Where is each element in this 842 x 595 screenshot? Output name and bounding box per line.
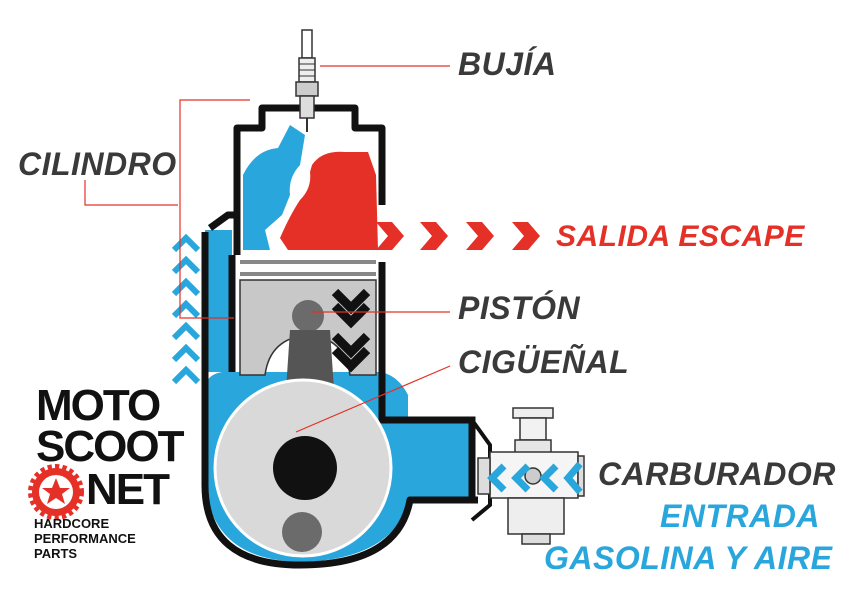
carburetor-icon bbox=[477, 407, 585, 545]
exhaust-arrows bbox=[376, 222, 540, 250]
logo-scoot: SCOOT bbox=[36, 422, 184, 471]
leader-cilindro-bracket bbox=[179, 99, 250, 319]
piston-ring-top bbox=[240, 260, 376, 264]
label-entrada: ENTRADA bbox=[660, 498, 820, 534]
label-carburador: CARBURADOR bbox=[598, 456, 836, 492]
logo-tagline-1: HARDCORE bbox=[34, 516, 110, 531]
piston-pin bbox=[292, 300, 324, 332]
leader-ciguenal bbox=[295, 365, 451, 433]
label-ciguenal: CIGÜEÑAL bbox=[458, 344, 630, 380]
leader-lines bbox=[84, 65, 451, 433]
logo-tagline-2: PERFORMANCE bbox=[34, 531, 136, 546]
transfer-up-arrows bbox=[171, 233, 201, 385]
label-cilindro: CILINDRO bbox=[18, 146, 177, 182]
exhaust-gas-red bbox=[280, 151, 378, 250]
logo-tagline-3: PARTS bbox=[34, 546, 78, 561]
logo-gear-icon bbox=[28, 464, 84, 520]
piston-down-arrows bbox=[331, 288, 371, 373]
logo-moto: MOTO bbox=[36, 381, 161, 430]
label-gasolina-aire: GASOLINA Y AIRE bbox=[544, 540, 833, 576]
spark-plug-icon bbox=[295, 29, 319, 132]
crankshaft-center bbox=[273, 436, 337, 500]
label-salida-escape: SALIDA ESCAPE bbox=[556, 220, 805, 253]
piston-ring-bottom bbox=[240, 272, 376, 276]
transfer-port-fill bbox=[205, 230, 232, 372]
cylinder-inner-wall bbox=[233, 128, 386, 372]
label-piston: PISTÓN bbox=[458, 290, 581, 326]
intake-manifold bbox=[408, 416, 476, 504]
connecting-rod bbox=[286, 330, 334, 390]
leader-cilindro bbox=[84, 180, 178, 206]
crank-pin bbox=[282, 512, 322, 552]
intake-charge-blue bbox=[243, 125, 305, 250]
intake-arrows bbox=[423, 461, 583, 495]
logo-net: NET bbox=[86, 465, 170, 514]
label-bujia: BUJÍA bbox=[458, 46, 557, 82]
